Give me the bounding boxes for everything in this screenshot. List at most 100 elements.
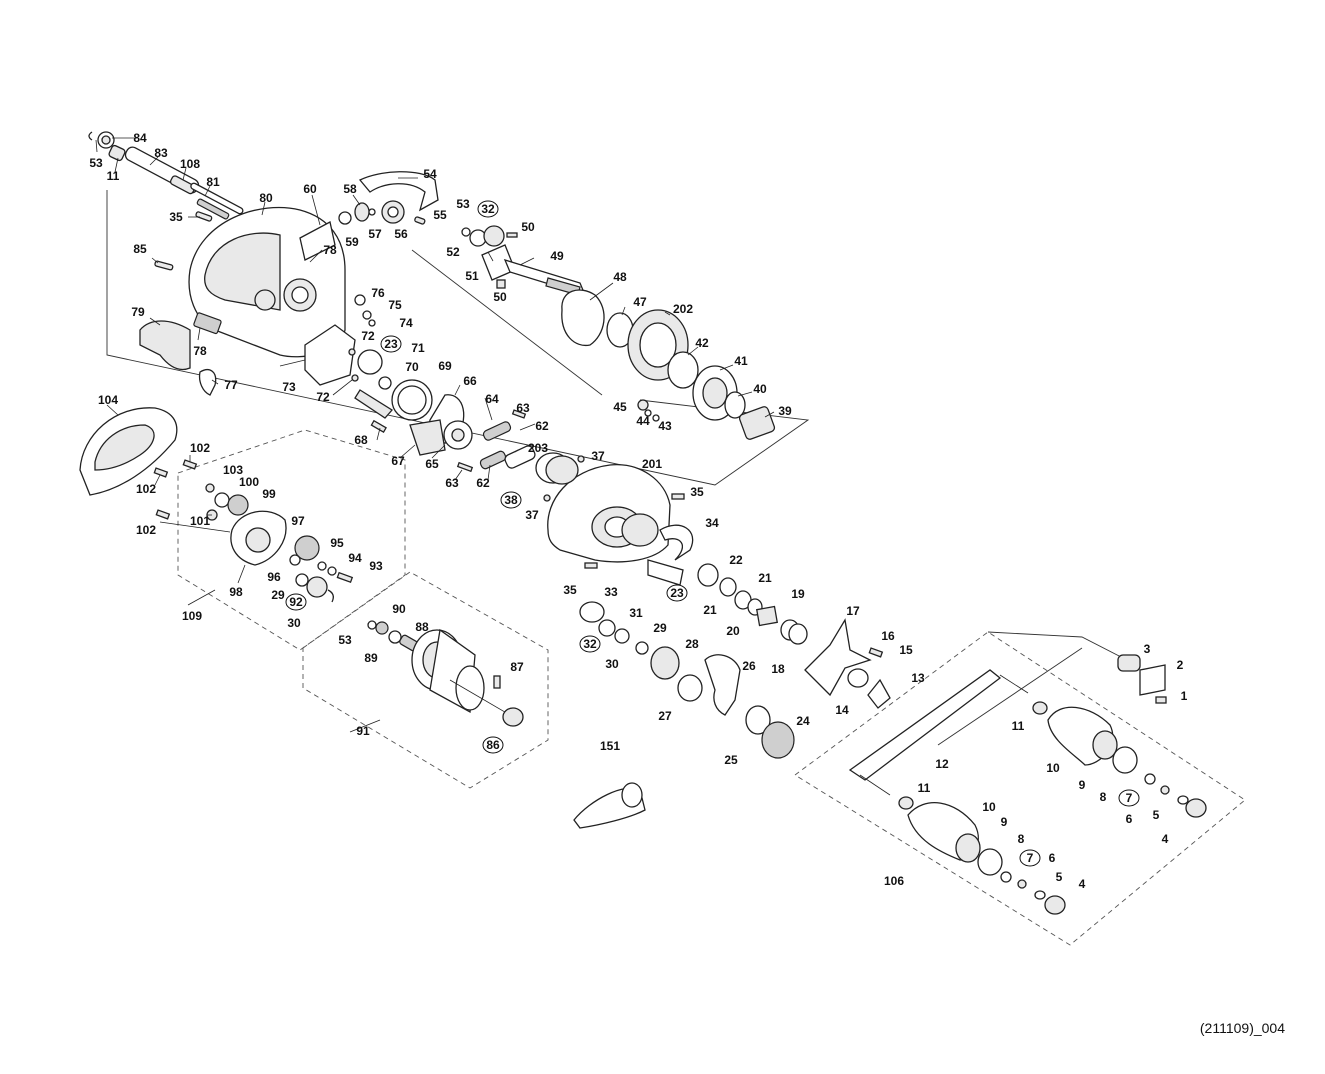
- part-label-4b: 4: [1079, 877, 1086, 891]
- label-text: 66: [463, 374, 477, 388]
- part-11c: [898, 796, 914, 810]
- part-label-79: 79: [131, 305, 145, 319]
- label-text: 69: [438, 359, 452, 373]
- label-text: 12: [935, 757, 949, 771]
- part-label-94: 94: [348, 551, 362, 565]
- part-label-25: 25: [724, 753, 738, 767]
- label-text: 18: [771, 662, 785, 676]
- side-plate-group-109-parts: [153, 459, 354, 603]
- part-label-9a: 9: [1079, 778, 1086, 792]
- label-text: 50: [521, 220, 535, 234]
- part-90: [375, 621, 389, 635]
- label-text: 97: [291, 514, 305, 528]
- group-109-frame: [177, 429, 406, 651]
- part-label-38: 38: [500, 491, 522, 509]
- part-label-1: 1: [1181, 689, 1188, 703]
- label-text: 106: [884, 874, 904, 888]
- part-59: [338, 211, 352, 225]
- part-9a: [1112, 746, 1138, 774]
- part-label-29a: 29: [271, 588, 285, 602]
- diagram-code: (211109)_004: [1199, 1020, 1285, 1036]
- part-label-37a: 37: [591, 449, 605, 463]
- label-text: 51: [465, 269, 479, 283]
- part-label-76: 76: [371, 286, 385, 300]
- label-text: 99: [262, 487, 276, 501]
- label-text: 42: [695, 336, 709, 350]
- label-text: 79: [131, 305, 145, 319]
- label-text: 53: [338, 633, 352, 647]
- part-label-85: 85: [133, 242, 147, 256]
- part-label-19: 19: [791, 587, 805, 601]
- part-71: [357, 349, 383, 375]
- part-label-59: 59: [345, 235, 359, 249]
- part-label-72b: 72: [316, 390, 330, 404]
- part-label-78b: 78: [193, 344, 207, 358]
- drag-spring-parts: [456, 409, 536, 473]
- part-label-10b: 10: [982, 800, 996, 814]
- part-label-56: 56: [394, 227, 408, 241]
- part-label-87: 87: [510, 660, 524, 674]
- label-text: 59: [345, 235, 359, 249]
- part-53c-clip: [367, 620, 377, 630]
- part-label-4a: 4: [1162, 832, 1169, 846]
- part-96: [289, 554, 301, 566]
- part-26-handle-plate: [704, 654, 741, 716]
- part-30a-clip: [327, 589, 334, 603]
- part-label-64: 64: [485, 392, 499, 406]
- part-102c-screw: [155, 509, 171, 520]
- label-text: 43: [658, 419, 672, 433]
- part-label-41: 41: [734, 354, 748, 368]
- part-97-gear: [294, 535, 320, 561]
- part-label-80: 80: [259, 191, 273, 205]
- part-label-96: 96: [267, 570, 281, 584]
- label-text: 71: [411, 341, 425, 355]
- part-78-plate: [193, 312, 222, 335]
- label-text: 49: [550, 249, 564, 263]
- part-68: [354, 389, 393, 419]
- label-circle: [1019, 849, 1041, 867]
- label-text: 1: [1181, 689, 1188, 703]
- part-label-37b: 37: [525, 508, 539, 522]
- part-label-93: 93: [369, 559, 383, 573]
- part-label-8b: 8: [1018, 832, 1025, 846]
- part-label-58: 58: [343, 182, 357, 196]
- drag-stack: [573, 563, 891, 829]
- label-text: 203: [528, 441, 548, 455]
- label-text: 9: [1001, 815, 1008, 829]
- label-text: 93: [369, 559, 383, 573]
- label-text: 83: [154, 146, 168, 160]
- part-40: [724, 391, 746, 419]
- label-text: 13: [911, 671, 925, 685]
- part-60-pawl: [299, 221, 336, 261]
- part-label-26: 26: [742, 659, 756, 673]
- part-62-spring: [479, 450, 507, 470]
- label-text: 6: [1126, 812, 1133, 826]
- label-text: 54: [423, 167, 437, 181]
- label-text: 6: [1049, 851, 1056, 865]
- part-label-32b: 32: [579, 635, 601, 653]
- part-27: [677, 674, 703, 702]
- handle-assembly: [848, 654, 1207, 915]
- part-label-31: 31: [629, 606, 643, 620]
- part-label-102b: 102: [136, 482, 156, 496]
- part-label-27: 27: [658, 709, 672, 723]
- part-label-29b: 29: [653, 621, 667, 635]
- part-label-24: 24: [796, 714, 810, 728]
- part-100: [214, 492, 230, 508]
- label-text: 92: [289, 595, 303, 609]
- part-14: [847, 668, 869, 688]
- part-95: [317, 561, 327, 571]
- label-text: 33: [604, 585, 618, 599]
- label-text: 41: [734, 354, 748, 368]
- part-23b: [697, 563, 719, 587]
- part-label-23b: 23: [666, 584, 688, 602]
- part-label-39: 39: [778, 404, 792, 418]
- label-text: 102: [190, 441, 210, 455]
- part-108-sleeve: [169, 175, 196, 195]
- label-text: 81: [206, 175, 220, 189]
- part-label-72a: 72: [361, 329, 375, 343]
- label-text: 19: [791, 587, 805, 601]
- label-text: 201: [642, 457, 662, 471]
- part-2-retainer: [1139, 664, 1166, 696]
